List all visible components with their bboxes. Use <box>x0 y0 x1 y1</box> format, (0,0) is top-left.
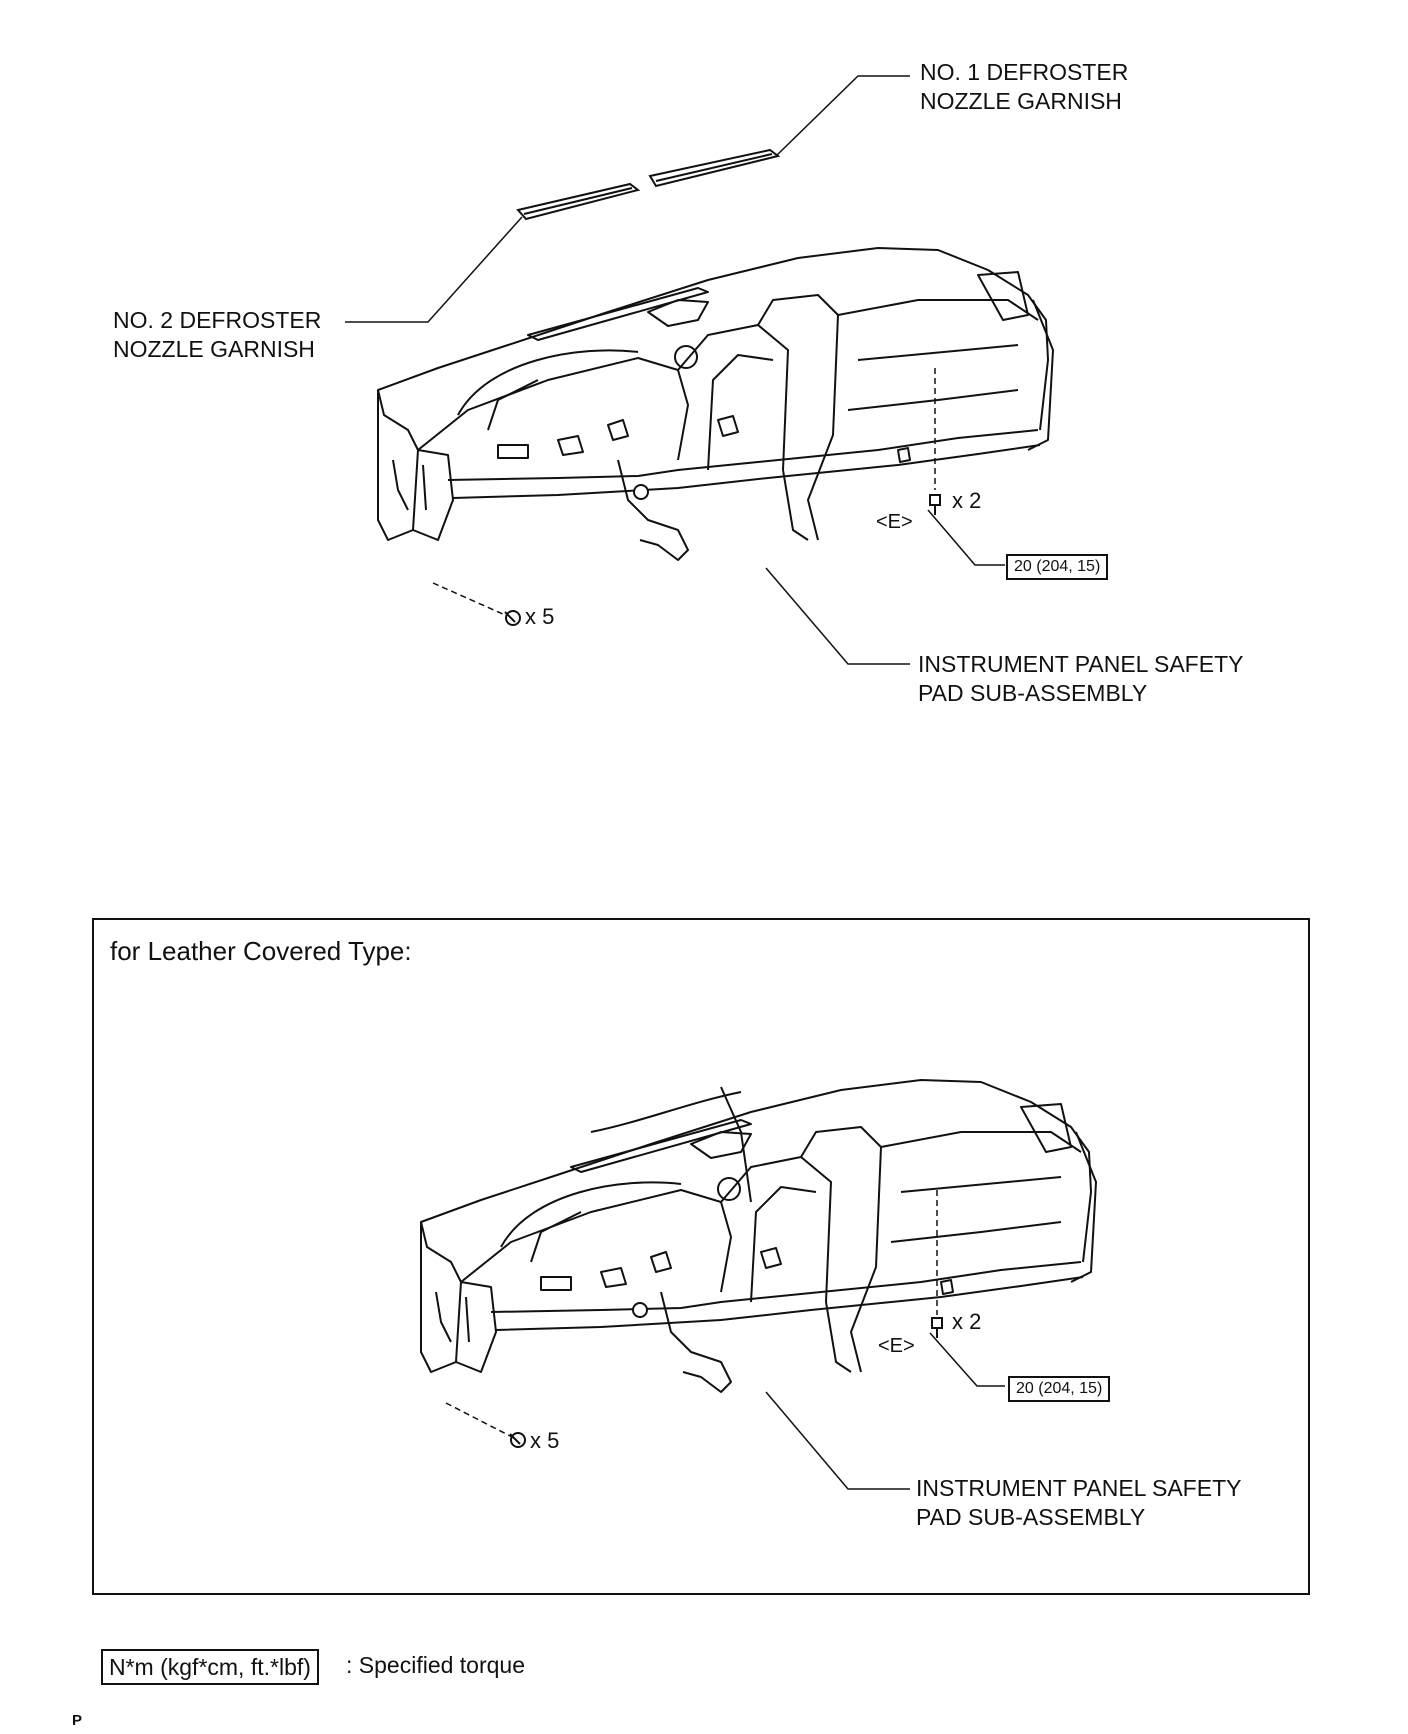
safety-pad-label-top: INSTRUMENT PANEL SAFETY PAD SUB-ASSEMBLY <box>918 650 1243 708</box>
bolt-qty-right-leather: x 2 <box>952 1309 982 1334</box>
no2-label-line1: NO. 2 DEFROSTER <box>113 307 322 333</box>
no2-defroster-garnish-label: NO. 2 DEFROSTER NOZZLE GARNISH <box>113 306 321 364</box>
no2-defroster-garnish-part <box>516 182 641 221</box>
safety-pad-label-leather: INSTRUMENT PANEL SAFETY PAD SUB-ASSEMBLY <box>916 1474 1241 1532</box>
torque-spec-top: 20 (204, 15) <box>1006 554 1109 580</box>
bolt-qty-right-top: x 2 <box>952 488 982 513</box>
leather-covered-panel <box>92 918 1310 1595</box>
no2-label-line2: NOZZLE GARNISH <box>113 336 315 362</box>
bolt-qty-left-top: x 5 <box>525 604 555 629</box>
leather-pad-label-line2: PAD SUB-ASSEMBLY <box>916 1504 1146 1530</box>
bolt-icons-top <box>504 484 941 626</box>
safety-pad-label-line2: PAD SUB-ASSEMBLY <box>918 680 1148 706</box>
no1-label-line2: NOZZLE GARNISH <box>920 88 1122 114</box>
torque-legend-description: : Specified torque <box>346 1652 526 1678</box>
torque-spec-leather: 20 (204, 15) <box>1008 1376 1111 1402</box>
bolt-qty-left-leather: x 5 <box>530 1428 560 1453</box>
bolt-type-tag-leather: <E> <box>878 1335 915 1357</box>
no1-defroster-garnish-part <box>648 148 781 188</box>
leader-lines-bottom <box>445 1190 1005 1490</box>
torque-unit-legend-box: N*m (kgf*cm, ft.*lbf) <box>101 1649 319 1685</box>
no1-defroster-garnish-label: NO. 1 DEFROSTER NOZZLE GARNISH <box>920 58 1128 116</box>
bolt-type-tag-top: <E> <box>876 511 913 533</box>
leather-pad-label-line1: INSTRUMENT PANEL SAFETY <box>916 1475 1242 1501</box>
leather-panel-title: for Leather Covered Type: <box>110 936 412 966</box>
no1-label-line1: NO. 1 DEFROSTER <box>920 59 1129 85</box>
bolt-icons-bottom <box>509 1302 943 1448</box>
page-mark: P <box>72 1712 83 1729</box>
safety-pad-label-line1: INSTRUMENT PANEL SAFETY <box>918 651 1244 677</box>
leader-lines-top <box>345 75 1005 665</box>
dashboard-leather-drawing <box>420 1079 1097 1393</box>
